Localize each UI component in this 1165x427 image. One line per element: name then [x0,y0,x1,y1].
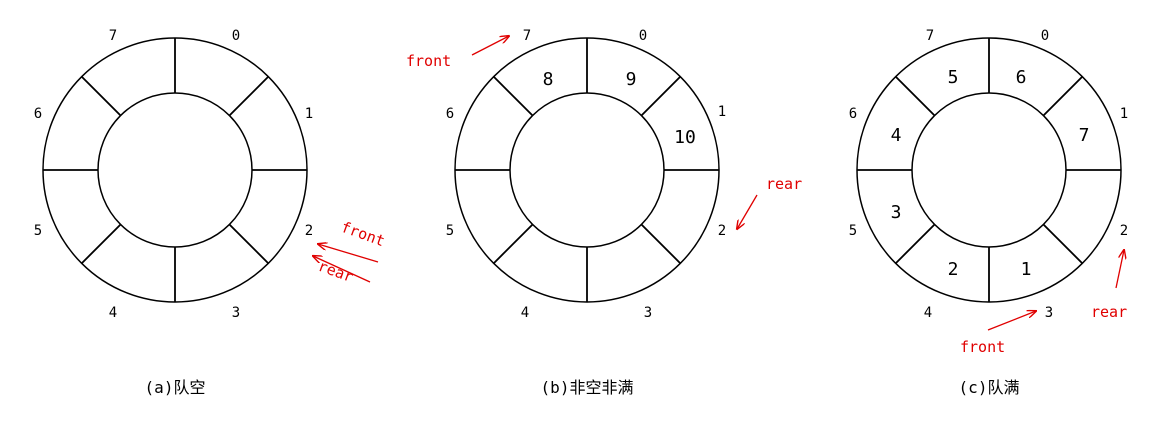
sector-divider [1042,223,1083,264]
slot-index-2: 2 [1120,223,1128,239]
sector-divider [895,223,936,264]
slot-index-4: 4 [521,305,529,321]
inner-ring [911,92,1067,248]
sector-divider [228,76,269,117]
cell-value-7: 8 [543,69,554,90]
slot-index-7: 7 [109,28,117,44]
slot-index-4: 4 [109,305,117,321]
cell-value-4: 2 [948,259,959,280]
slot-index-5: 5 [34,223,42,239]
slot-index-3: 3 [232,305,240,321]
caption-a: (a)队空 [145,378,206,397]
front-pointer-label: front [339,218,388,250]
rear-arrow [1115,250,1124,289]
slot-index-2: 2 [718,223,726,239]
cell-value-5: 3 [891,202,902,223]
slot-index-1: 1 [718,104,726,120]
front-arrow [987,311,1036,331]
slot-index-2: 2 [305,223,313,239]
slot-index-6: 6 [34,106,42,122]
slot-index-5: 5 [849,223,857,239]
slot-index-0: 0 [232,28,240,44]
slot-index-1: 1 [305,106,313,122]
sector-divider [493,76,534,117]
cell-value-3: 1 [1021,259,1032,280]
slot-index-6: 6 [849,106,857,122]
sector-divider [895,76,936,117]
slot-index-0: 0 [1041,28,1049,44]
inner-ring [97,92,253,248]
rear-pointer-label: rear [766,175,802,193]
cell-value-6: 4 [891,125,902,146]
diagram-b: 0 1 2 3 4 5 6 7 9 10 8 front rear (b)非空非… [406,28,802,397]
slot-index-7: 7 [926,28,934,44]
slot-index-1: 1 [1120,106,1128,122]
rear-pointer-label: rear [1091,303,1127,321]
front-arrow [318,244,379,263]
sector-divider [81,76,122,117]
sector-divider [1042,76,1083,117]
front-arrow [471,36,509,56]
inner-ring [509,92,665,248]
sector-divider [493,223,534,264]
cell-value-0: 6 [1016,67,1027,88]
front-pointer-label: front [406,52,451,70]
rear-arrow [737,194,758,229]
slot-index-7: 7 [523,28,531,44]
slot-index-4: 4 [924,305,932,321]
rear-arrow [313,256,371,283]
sector-divider [640,76,681,117]
diagram-a: 0 1 2 3 4 5 6 7 front rear (a)队空 [34,28,387,397]
slot-index-5: 5 [446,223,454,239]
cell-value-1: 10 [674,127,696,148]
slot-index-6: 6 [446,106,454,122]
front-pointer-label: front [960,338,1005,356]
sector-divider [228,223,269,264]
slot-index-3: 3 [1045,305,1053,321]
cell-value-0: 9 [626,69,637,90]
sector-divider [640,223,681,264]
caption-b: (b)非空非满 [541,378,634,397]
slot-index-3: 3 [644,305,652,321]
cell-value-1: 7 [1079,125,1090,146]
slot-index-0: 0 [639,28,647,44]
sector-divider [81,223,122,264]
cell-value-7: 5 [948,67,959,88]
diagram-c: 0 1 2 3 4 5 6 7 6 7 1 2 3 4 5 front rear… [849,28,1128,397]
caption-c: (c)队满 [959,378,1020,397]
rear-pointer-label: rear [316,257,356,286]
